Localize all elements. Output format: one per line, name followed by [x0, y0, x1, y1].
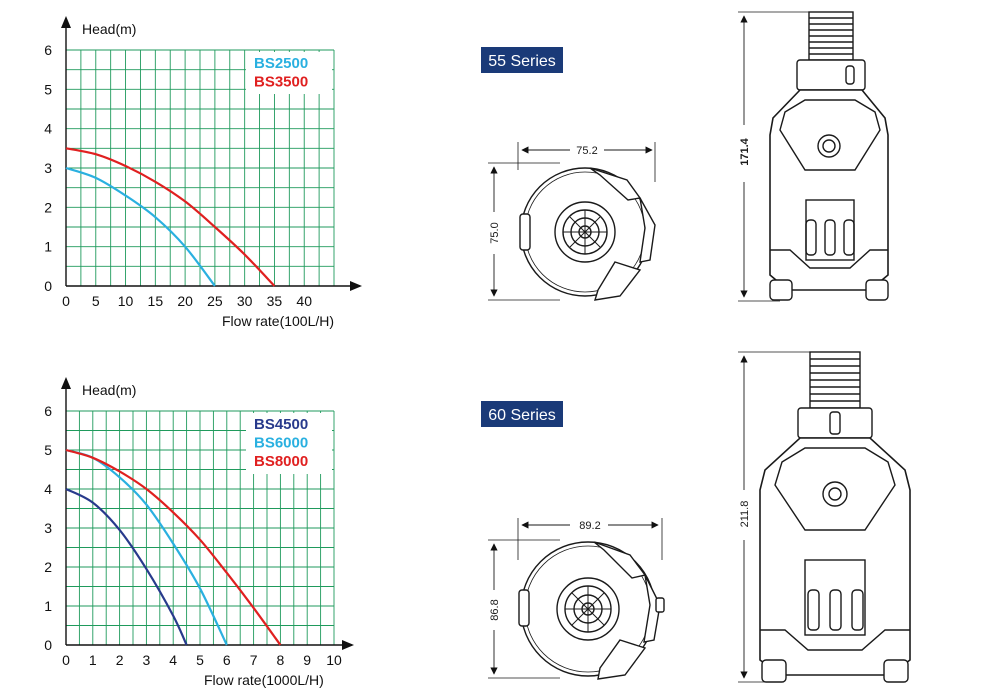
- x-tick-label: 2: [116, 652, 124, 668]
- y-tick-label: 1: [44, 239, 52, 255]
- x-tick-label: 8: [277, 652, 285, 668]
- x-tick-label: 20: [177, 293, 193, 309]
- y-tick-label: 2: [44, 199, 52, 215]
- x-axis-label: Flow rate(1000L/H): [204, 672, 324, 688]
- series-line-bs4500: [65, 488, 188, 646]
- dim-55-width: 75.2: [576, 145, 597, 157]
- series-line-bs8000: [65, 448, 282, 646]
- y-tick-label: 6: [44, 42, 52, 58]
- dim-55-height: 171.4: [739, 137, 751, 165]
- dim-60-height: 211.8: [739, 501, 751, 528]
- legend-entry-bs6000: BS6000: [254, 435, 308, 452]
- series-line-bs3500: [65, 147, 276, 287]
- y-tick-label: 6: [44, 403, 52, 419]
- series-line-bs2500: [65, 166, 216, 287]
- y-tick-label: 3: [44, 520, 52, 536]
- x-tick-label: 35: [267, 293, 283, 309]
- pump-55-side-view: [738, 11, 889, 302]
- y-axis-arrow: [61, 16, 71, 28]
- y-tick-label: 4: [44, 121, 52, 137]
- series-55-tag: 55 Series: [481, 47, 563, 73]
- y-tick-label: 0: [44, 637, 52, 653]
- x-tick-label: 6: [223, 652, 231, 668]
- legend-box: [246, 413, 332, 474]
- x-tick-label: 1: [89, 652, 97, 668]
- y-axis-label: Head(m): [82, 382, 136, 398]
- x-tick-label: 40: [296, 293, 312, 309]
- legend-entry-bs8000: BS8000: [254, 453, 308, 470]
- pump-55-top-view: [488, 142, 656, 301]
- chart-bs2500-bs3500: 0 1 2 3 4 5 6 0 5 10 15 20 25 30 35 40 Head(m) Flow rate(…: [44, 16, 362, 329]
- series-55-label: 55 Series: [488, 53, 556, 70]
- y-tick-label: 2: [44, 559, 52, 575]
- x-tick-label: 5: [196, 652, 204, 668]
- y-tick-label: 1: [44, 598, 52, 614]
- x-tick-label: 0: [62, 652, 70, 668]
- dim-60-depth: 86.8: [489, 599, 501, 620]
- x-tick-label: 0: [62, 293, 70, 309]
- series-60-label: 60 Series: [488, 407, 556, 424]
- dim-55-depth: 75.0: [489, 222, 501, 243]
- x-tick-label: 25: [207, 293, 223, 309]
- pump-60-top-view: [488, 518, 665, 680]
- x-tick-label: 30: [237, 293, 253, 309]
- chart-bs4500-bs6000-bs8000: 0 1 2 3 4 5 6 0 1 2 3 4 5 6 7 8 9 10 Head(m) Flow rate(1000…: [44, 377, 354, 688]
- legend-entry-bs3500: BS3500: [254, 74, 308, 91]
- y-tick-label: 5: [44, 81, 52, 97]
- legend-box: [246, 52, 332, 94]
- x-tick-label: 3: [143, 652, 151, 668]
- x-axis-arrow: [350, 281, 362, 291]
- y-tick-label: 0: [44, 278, 52, 294]
- legend-entry-bs2500: BS2500: [254, 55, 308, 72]
- legend-entry-bs4500: BS4500: [254, 416, 308, 433]
- x-tick-label: 15: [148, 293, 164, 309]
- y-tick-label: 5: [44, 442, 52, 458]
- x-tick-label: 9: [303, 652, 311, 668]
- x-tick-label: 5: [92, 293, 100, 309]
- x-tick-label: 7: [250, 652, 258, 668]
- x-axis-label: Flow rate(100L/H): [222, 313, 334, 329]
- dim-60-width: 89.2: [579, 520, 600, 532]
- y-axis-arrow: [61, 377, 71, 389]
- x-tick-label: 10: [326, 652, 342, 668]
- x-axis-arrow: [342, 640, 354, 650]
- pump-60-side-view: [738, 351, 911, 683]
- x-tick-label: 4: [169, 652, 177, 668]
- series-60-tag: 60 Series: [481, 401, 563, 427]
- y-tick-label: 4: [44, 481, 52, 497]
- x-tick-label: 10: [118, 293, 134, 309]
- y-axis-label: Head(m): [82, 21, 136, 37]
- y-tick-label: 3: [44, 160, 52, 176]
